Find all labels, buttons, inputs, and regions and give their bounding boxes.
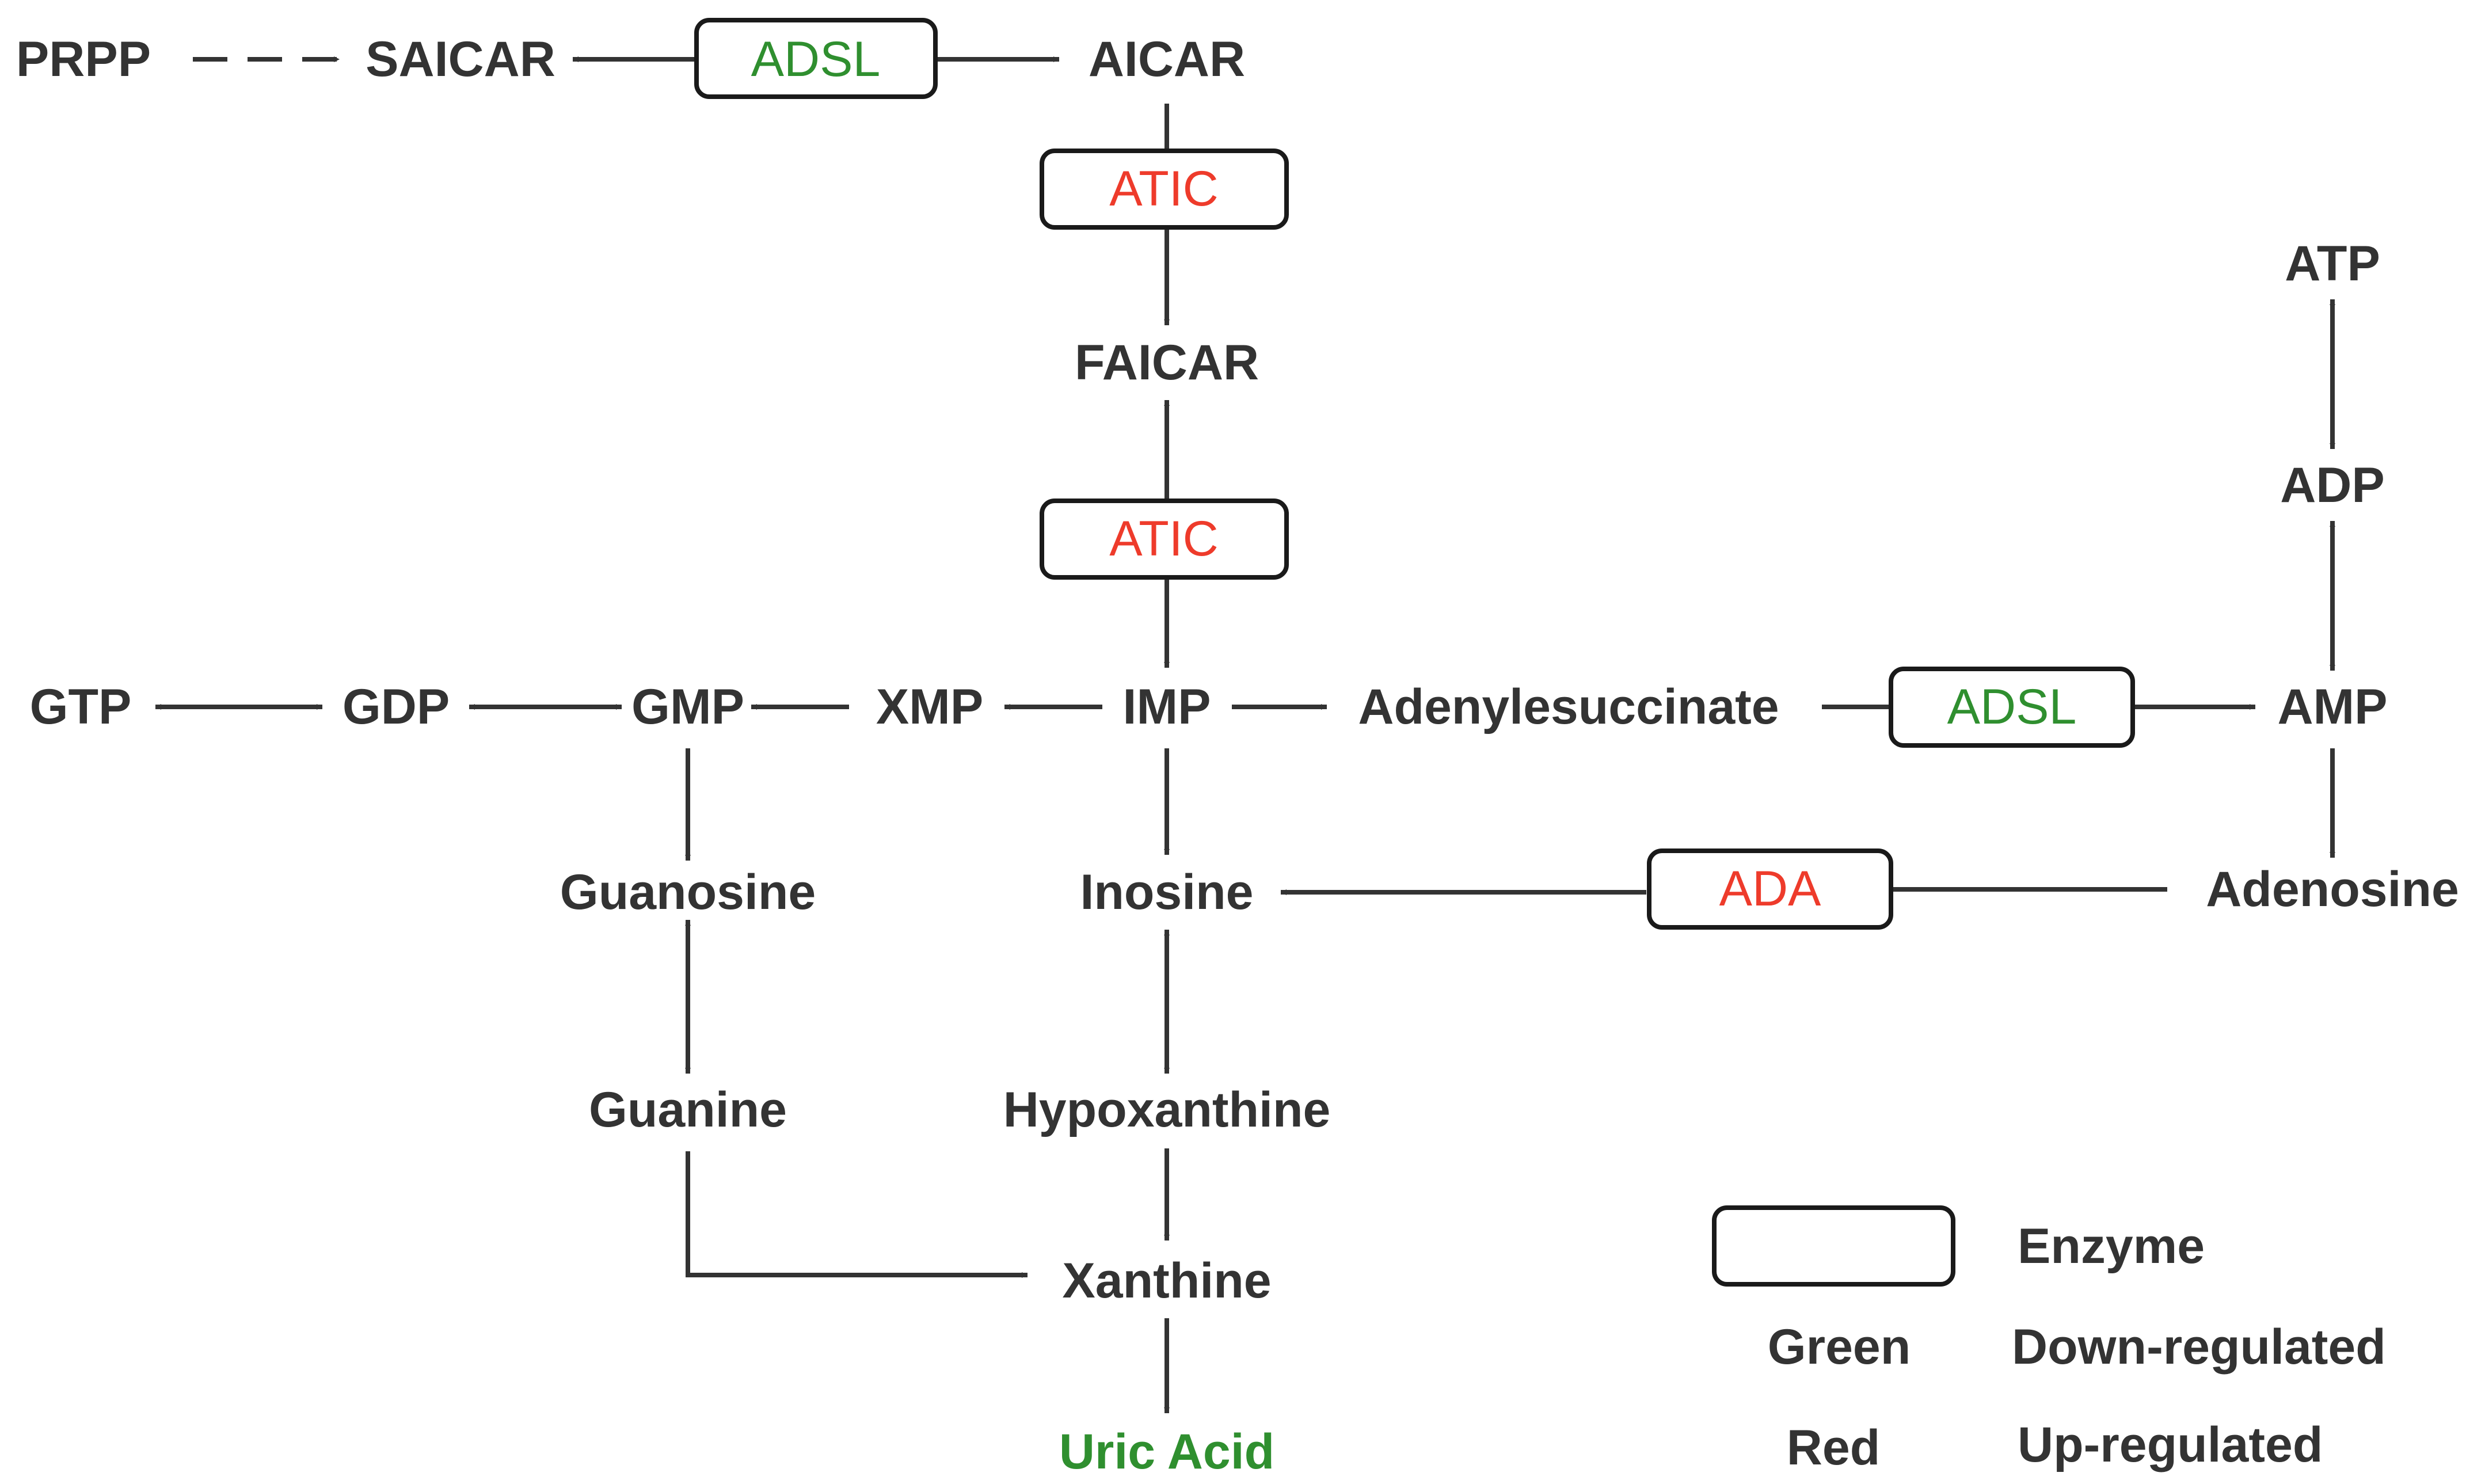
enzymes: ADSL ATIC ATIC ADSL ADA [694,18,2135,930]
enzyme-atic-upper: ATIC [1040,149,1289,230]
metabolite-hypoxanthine: Hypoxanthine [1003,1082,1331,1137]
enzyme-adsl-right: ADSL [1889,667,2135,748]
metabolite-imp: IMP [1123,679,1211,735]
arrow-guanine-to-xanthine [686,1151,1028,1278]
legend-red-meaning: Up-regulated [2018,1417,2323,1472]
metabolite-amp: AMP [2277,679,2387,735]
metabolite-uric-acid: Uric Acid [1059,1424,1274,1479]
metabolite-guanine: Guanine [589,1082,787,1137]
enzyme-label-adsl-right: ADSL [1947,679,2077,735]
enzyme-atic-lower: ATIC [1040,499,1289,580]
metabolite-adenosine: Adenosine [2206,862,2459,917]
metabolite-adenylosuccinate: Adenylesuccinate [1358,679,1779,735]
metabolite-xanthine: Xanthine [1062,1253,1271,1308]
metabolite-atp: ATP [2285,236,2380,291]
legend-red-label: Red [1787,1420,1880,1475]
metabolite-prpp: PRPP [16,32,151,87]
metabolite-guanosine: Guanosine [560,865,816,920]
legend-enzyme-label: Enzyme [2018,1219,2205,1274]
metabolites: PRPP SAICAR AICAR FAICAR ATP ADP GTP GDP… [16,32,2459,1479]
metabolite-inosine: Inosine [1080,865,1253,920]
enzyme-label-adsl-top: ADSL [751,32,881,87]
metabolite-gmp: GMP [631,679,744,735]
metabolite-adp: ADP [2280,458,2385,513]
enzyme-adsl-top: ADSL [694,18,938,99]
enzyme-ada: ADA [1647,848,1893,930]
metabolite-gdp: GDP [343,679,450,735]
legend: Enzyme Green Down-regulated Red Up-regul… [1712,1205,2386,1475]
legend-green-label: Green [1768,1319,1911,1375]
edges [155,56,2335,1413]
enzyme-label-atic-upper: ATIC [1109,161,1219,216]
metabolite-xmp: XMP [876,679,983,735]
metabolite-gtp: GTP [30,679,132,735]
enzyme-label-ada: ADA [1719,861,1821,916]
enzyme-label-atic-lower: ATIC [1109,511,1219,566]
metabolite-aicar: AICAR [1089,32,1245,87]
legend-enzyme-box [1712,1205,1955,1287]
legend-green-meaning: Down-regulated [2012,1319,2386,1375]
metabolite-saicar: SAICAR [366,32,555,87]
metabolite-faicar: FAICAR [1075,335,1259,390]
